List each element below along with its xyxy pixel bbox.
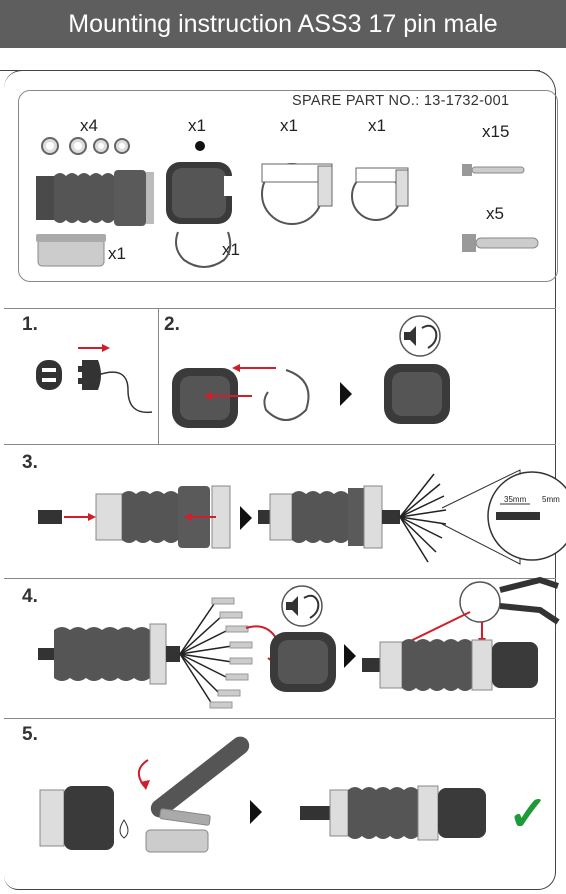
grease-icon <box>119 736 250 853</box>
pin-long-icon <box>462 234 539 252</box>
socket-icon <box>36 360 62 390</box>
boot-with-wires-icon <box>38 597 253 709</box>
next-arrow-icon <box>340 382 352 406</box>
qty-pins-long: x5 <box>486 204 504 223</box>
divider-step1-2 <box>158 308 159 444</box>
step-5-number: 5. <box>22 724 38 745</box>
clamp-large-icon <box>261 163 333 225</box>
connector-complete-icon <box>300 785 486 841</box>
plug-icon <box>78 360 153 414</box>
qty-grease-box: x1 <box>108 244 126 263</box>
clamp-small-icon <box>351 167 409 221</box>
page-title: Mounting instruction ASS3 17 pin male <box>68 10 498 38</box>
check-icon: ✓ <box>508 788 549 841</box>
divider-step3 <box>4 444 556 445</box>
housing-icon <box>172 368 238 428</box>
qty-pins-short: x15 <box>482 122 510 141</box>
spare-part-number: SPARE PART NO.: 13-1732-001 <box>292 93 510 109</box>
speaker-icon <box>286 596 298 616</box>
housing-icon <box>166 141 234 224</box>
qty-clamp-large: x1 <box>280 116 298 135</box>
housing-assembled-icon <box>384 364 450 424</box>
ear-icon <box>399 315 441 357</box>
next-arrow-icon <box>250 800 262 824</box>
next-arrow-icon <box>240 506 252 530</box>
speaker-icon <box>404 326 416 346</box>
step-2-number: 2. <box>164 314 180 335</box>
grease-box-icon <box>36 234 106 267</box>
next-arrow-icon <box>344 644 356 668</box>
parts-box <box>18 90 558 282</box>
qty-housing: x1 <box>188 116 206 135</box>
page-header: Mounting instruction ASS3 17 pin male <box>0 0 566 48</box>
end-length-label: 5mm <box>542 495 560 504</box>
pin-short-icon <box>462 164 525 176</box>
retaining-ring-icon <box>263 369 310 421</box>
ear-icon <box>281 585 323 627</box>
magnifier-icon <box>441 469 566 565</box>
qty-retaining-ring: x1 <box>222 240 240 259</box>
connector-assembly-icon <box>362 639 538 691</box>
qty-seals: x4 <box>80 116 98 135</box>
divider-step5 <box>4 718 556 719</box>
seal-rings-icon <box>41 137 130 155</box>
divider-step4 <box>4 578 556 579</box>
divider-step1 <box>4 308 556 309</box>
strip-length-label: 35mm <box>504 495 527 504</box>
boot-icon <box>36 170 154 226</box>
retaining-ring-icon <box>175 231 232 268</box>
qty-clamp-small: x1 <box>368 116 386 135</box>
step-4-number: 4. <box>22 586 38 607</box>
step-3-number: 3. <box>22 452 38 473</box>
cable-end-icon <box>38 510 62 524</box>
housing-icon <box>270 632 336 692</box>
step-1-number: 1. <box>22 314 38 335</box>
boot-with-wires-icon <box>258 473 447 563</box>
connector-front-icon <box>39 786 114 850</box>
